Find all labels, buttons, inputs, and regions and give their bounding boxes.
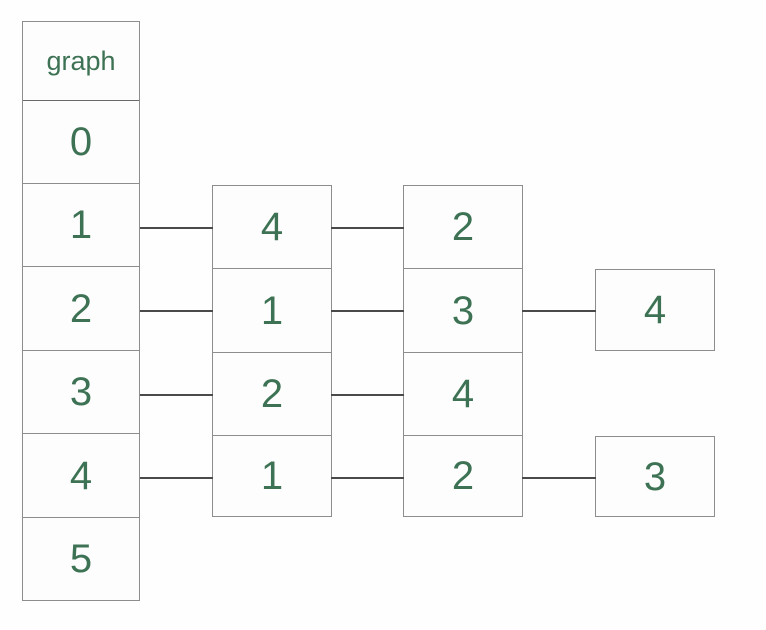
connector-level1b-level2b — [331, 310, 404, 312]
divider — [404, 268, 522, 269]
divider — [404, 352, 522, 353]
connector-index1-level1a — [140, 227, 213, 229]
index-cell-2[interactable]: 2 — [23, 267, 139, 350]
level2-column: 2 3 4 2 — [403, 185, 523, 517]
level3-box-0[interactable]: 4 — [595, 269, 715, 351]
connector-index3-level1c — [140, 394, 213, 396]
level3-box-1[interactable]: 3 — [595, 436, 715, 517]
level1-cell-2[interactable]: 2 — [213, 353, 331, 435]
connector-level2d-box1 — [522, 477, 596, 479]
index-cell-4[interactable]: 4 — [23, 434, 139, 517]
level2-cell-1[interactable]: 3 — [404, 269, 522, 352]
divider — [213, 268, 331, 269]
divider — [23, 433, 139, 434]
divider — [23, 266, 139, 267]
index-column-header: graph — [23, 22, 139, 100]
connector-level1c-level2c — [331, 394, 404, 396]
index-cell-3[interactable]: 3 — [23, 351, 139, 433]
divider — [23, 100, 139, 101]
divider — [23, 350, 139, 351]
divider — [404, 435, 522, 436]
level2-cell-2[interactable]: 4 — [404, 353, 522, 435]
index-cell-5[interactable]: 5 — [23, 518, 139, 600]
level1-cell-3[interactable]: 1 — [213, 436, 331, 516]
connector-index2-level1b — [140, 310, 213, 312]
index-cell-1[interactable]: 1 — [23, 184, 139, 266]
level2-cell-3[interactable]: 2 — [404, 436, 522, 516]
divider — [23, 183, 139, 184]
connector-index4-level1d — [140, 477, 213, 479]
level2-cell-0[interactable]: 2 — [404, 186, 522, 268]
connector-level1a-level2a — [331, 227, 404, 229]
level1-cell-1[interactable]: 1 — [213, 269, 331, 352]
level1-column: 4 1 2 1 — [212, 185, 332, 517]
connector-level2b-box0 — [522, 310, 596, 312]
index-cell-0[interactable]: 0 — [23, 101, 139, 183]
level1-cell-0[interactable]: 4 — [213, 186, 331, 268]
divider — [213, 435, 331, 436]
divider — [23, 517, 139, 518]
connector-level1d-level2d — [331, 477, 404, 479]
divider — [213, 352, 331, 353]
index-column: graph 0 1 2 3 4 5 — [22, 21, 140, 601]
